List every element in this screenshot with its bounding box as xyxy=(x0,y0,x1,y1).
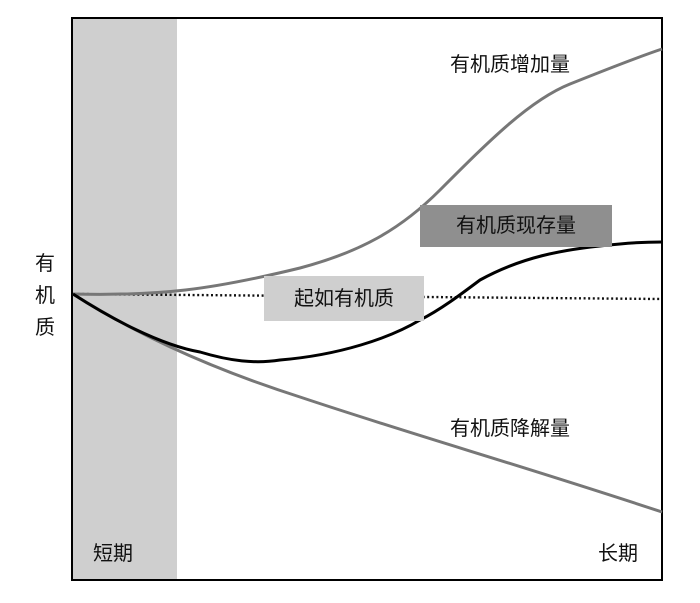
increase-curve xyxy=(72,47,663,296)
stock-label: 有机质现存量 xyxy=(456,213,576,237)
plot-frame xyxy=(71,17,663,581)
initial-label-box xyxy=(264,276,424,321)
initial-level-line xyxy=(72,292,662,301)
short-term-band xyxy=(73,18,177,580)
decrease-label: 有机质降解量 xyxy=(450,416,570,440)
short-term-label: 短期 xyxy=(93,541,133,565)
long-term-label: 长期 xyxy=(598,541,638,565)
y-axis-label-char-2: 机 xyxy=(35,283,55,307)
stock-label-box xyxy=(420,205,612,247)
initial-label: 起如有机质 xyxy=(294,286,394,310)
y-axis-label-char-3: 质 xyxy=(35,315,55,339)
increase-label: 有机质增加量 xyxy=(450,52,570,76)
y-axis-label-char-1: 有 xyxy=(35,251,55,275)
